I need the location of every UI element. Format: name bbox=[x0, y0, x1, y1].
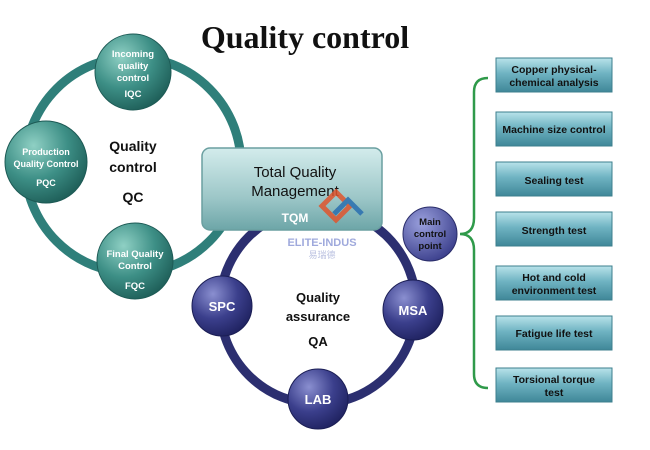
fqc-line-2: Control bbox=[118, 261, 152, 272]
tqm-box: Total Quality Management TQM bbox=[201, 147, 383, 231]
test-box-2: Machine size control bbox=[495, 111, 613, 147]
qa-center-line-3: QA bbox=[308, 334, 328, 349]
fqc-line-1: Final Quality bbox=[106, 249, 164, 260]
pqc-code: PQC bbox=[36, 178, 56, 188]
test-box-7: Torsional torque test bbox=[495, 367, 613, 403]
pqc-node: Production Quality Control PQC bbox=[4, 120, 88, 204]
spc-label: SPC bbox=[209, 299, 236, 314]
msa-label: MSA bbox=[399, 303, 429, 318]
tqm-line-2: Management bbox=[251, 183, 339, 200]
test-box-1: Copper physical- chemical analysis bbox=[495, 57, 613, 93]
qc-center-line-2: control bbox=[109, 159, 156, 175]
brace-connector bbox=[459, 76, 489, 390]
test-5-line-1: Hot and cold bbox=[522, 272, 586, 284]
tqm-line-1: Total Quality bbox=[254, 164, 337, 181]
watermark-brand: ELITE-INDUS bbox=[287, 237, 356, 249]
tqm-code: TQM bbox=[282, 211, 309, 225]
watermark-logo: ELITE-INDUS 易瑞德 bbox=[287, 188, 364, 260]
test-5-line-2: environment test bbox=[512, 285, 597, 297]
iqc-line-1: Incoming bbox=[112, 49, 154, 60]
page-title: Quality control bbox=[201, 19, 409, 55]
test-7-line-1: Torsional torque bbox=[513, 374, 595, 386]
control-point-line-2: control bbox=[414, 229, 446, 240]
qc-center-line-1: Quality bbox=[109, 138, 157, 154]
test-box-3: Sealing test bbox=[495, 161, 613, 197]
test-box-6: Fatigue life test bbox=[495, 315, 613, 351]
control-point-node: Main control point bbox=[402, 206, 458, 262]
iqc-line-3: control bbox=[117, 73, 149, 84]
fqc-node: Final Quality Control FQC bbox=[96, 222, 174, 300]
test-6-line-1: Fatigue life test bbox=[515, 328, 593, 340]
lab-node: LAB bbox=[287, 368, 349, 430]
test-4-line-1: Strength test bbox=[522, 225, 587, 237]
test-3-line-1: Sealing test bbox=[525, 175, 584, 187]
test-box-5: Hot and cold environment test bbox=[495, 265, 613, 301]
iqc-code: IQC bbox=[125, 89, 142, 100]
control-point-line-3: point bbox=[418, 241, 442, 252]
test-1-line-2: chemical analysis bbox=[509, 77, 598, 89]
spc-node: SPC bbox=[191, 275, 253, 337]
fqc-code: FQC bbox=[125, 281, 145, 292]
test-box-4: Strength test bbox=[495, 211, 613, 247]
pqc-line-1: Production bbox=[22, 147, 70, 157]
watermark-sub: 易瑞德 bbox=[308, 249, 335, 260]
qc-center-line-3: QC bbox=[123, 189, 144, 205]
test-7-line-2: test bbox=[545, 387, 564, 399]
iqc-node: Incoming quality control IQC bbox=[94, 33, 172, 111]
control-point-line-1: Main bbox=[419, 217, 441, 228]
test-2-line-1: Machine size control bbox=[502, 124, 605, 136]
pqc-line-2: Quality Control bbox=[14, 159, 79, 169]
lab-label: LAB bbox=[305, 392, 332, 407]
qa-center-line-1: Quality bbox=[296, 290, 341, 305]
msa-node: MSA bbox=[382, 279, 444, 341]
qa-center-line-2: assurance bbox=[286, 309, 350, 324]
iqc-line-2: quality bbox=[118, 61, 149, 72]
test-1-line-1: Copper physical- bbox=[511, 64, 597, 76]
